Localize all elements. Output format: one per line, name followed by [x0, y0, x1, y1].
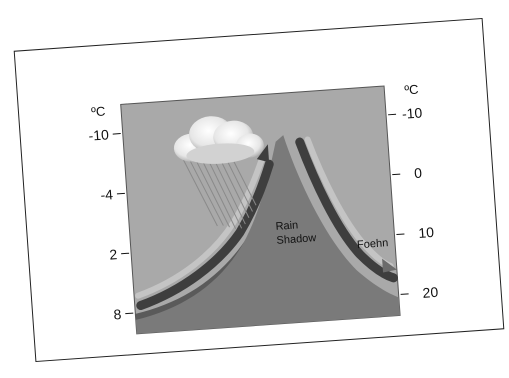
windward-arrow-head [256, 144, 270, 163]
foehn-label: Foehn [357, 237, 389, 251]
windward-arrow-band [136, 159, 274, 311]
right-tick-label: 0 [414, 165, 423, 182]
mountain [135, 135, 401, 334]
right-axis-unit: ºC [404, 82, 419, 98]
left-tick-label: 8 [113, 306, 122, 323]
leeward-arrow-head [382, 258, 397, 273]
left-tick-label: -10 [88, 126, 110, 143]
rain-shadow-label-line2: Shadow [276, 232, 317, 247]
right-tick-label: -10 [401, 104, 423, 121]
left-axis-unit: ºC [91, 104, 106, 120]
photo-card: ºC -10 -4 2 8 ºC -10 0 10 20 Rain Shadow… [13, 17, 505, 363]
rain-icon [182, 154, 257, 229]
rain-shadow-label-line1: Rain [275, 219, 298, 233]
right-axis: -10 0 10 20 [388, 104, 439, 301]
windward-arrow [135, 153, 266, 299]
cloud-icon [173, 116, 264, 164]
left-tick-label: -4 [100, 186, 114, 203]
right-tick-label: 20 [422, 284, 439, 301]
left-axis: -10 -4 2 8 [88, 126, 134, 323]
leeward-arrow-band [295, 137, 398, 283]
leeward-arrow [304, 136, 394, 270]
foehn-diagram: ºC -10 -4 2 8 ºC -10 0 10 20 Rain Shadow… [88, 82, 439, 335]
right-tick-label: 10 [418, 224, 435, 241]
left-tick-label: 2 [109, 246, 118, 263]
